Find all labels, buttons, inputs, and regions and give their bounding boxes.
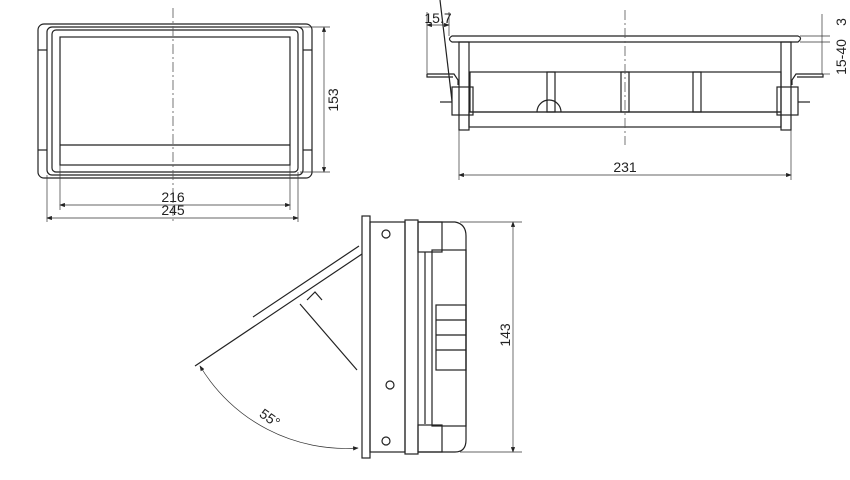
- dim-143: 143: [497, 323, 513, 347]
- side-view: 15.7 231 3 15-40: [424, 0, 849, 180]
- angle-55: 55°: [257, 405, 284, 430]
- dim-15-40: 15-40: [833, 39, 849, 75]
- dim-15-7: 15.7: [424, 10, 451, 26]
- dim-231: 231: [613, 159, 637, 175]
- dim-153: 153: [325, 88, 341, 112]
- section-view: 55° 143: [194, 215, 522, 459]
- dim-3: 3: [833, 18, 849, 26]
- dim-245: 245: [161, 202, 185, 218]
- dim-216: 216: [161, 189, 185, 205]
- front-view: 216 245 153: [37, 8, 341, 222]
